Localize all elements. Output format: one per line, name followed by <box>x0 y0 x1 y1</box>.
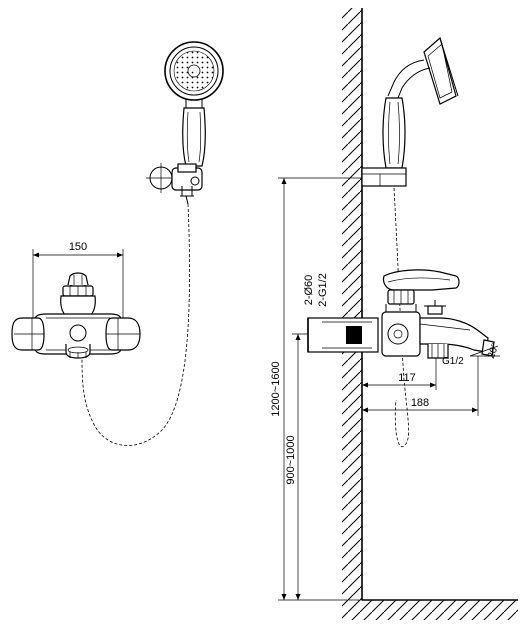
wall-connection <box>307 317 379 353</box>
outlet-thread-label: G1/2 <box>442 356 464 367</box>
dim-117-label: 117 <box>398 372 416 384</box>
side-view: 1200~1600 900~1000 2-Ø60 2-G1/2 <box>270 8 518 620</box>
dimension-188: 188 <box>362 356 479 416</box>
angle-label: 20° <box>486 342 502 360</box>
shower-holder-front <box>146 163 203 205</box>
dim-150-label: 150 <box>69 241 87 253</box>
dim-188-label: 188 <box>411 397 429 409</box>
shower-head-side <box>382 36 459 169</box>
pipe-diameter-label: 2-Ø60 <box>303 275 315 306</box>
mixer-body-front <box>11 272 141 359</box>
hose-side <box>393 187 410 447</box>
mixer-body-side <box>381 269 495 359</box>
wall <box>342 8 363 600</box>
floor <box>342 599 518 620</box>
shower-head-front <box>164 41 224 167</box>
dim-900-1000-label: 900~1000 <box>285 435 297 484</box>
dimension-117: 117 <box>362 358 437 390</box>
pipe-thread-label: 2-G1/2 <box>317 273 329 307</box>
dimension-150: 150 <box>32 241 124 322</box>
dimension-900-1000: 900~1000 <box>285 334 301 600</box>
dim-1200-1600-label: 1200~1600 <box>270 361 282 416</box>
angle-20: 20° <box>469 342 502 360</box>
front-view: 150 <box>11 41 224 446</box>
dimension-1200-1600: 1200~1600 <box>270 178 287 600</box>
hose-front <box>81 203 190 446</box>
shower-holder-side <box>361 167 407 187</box>
